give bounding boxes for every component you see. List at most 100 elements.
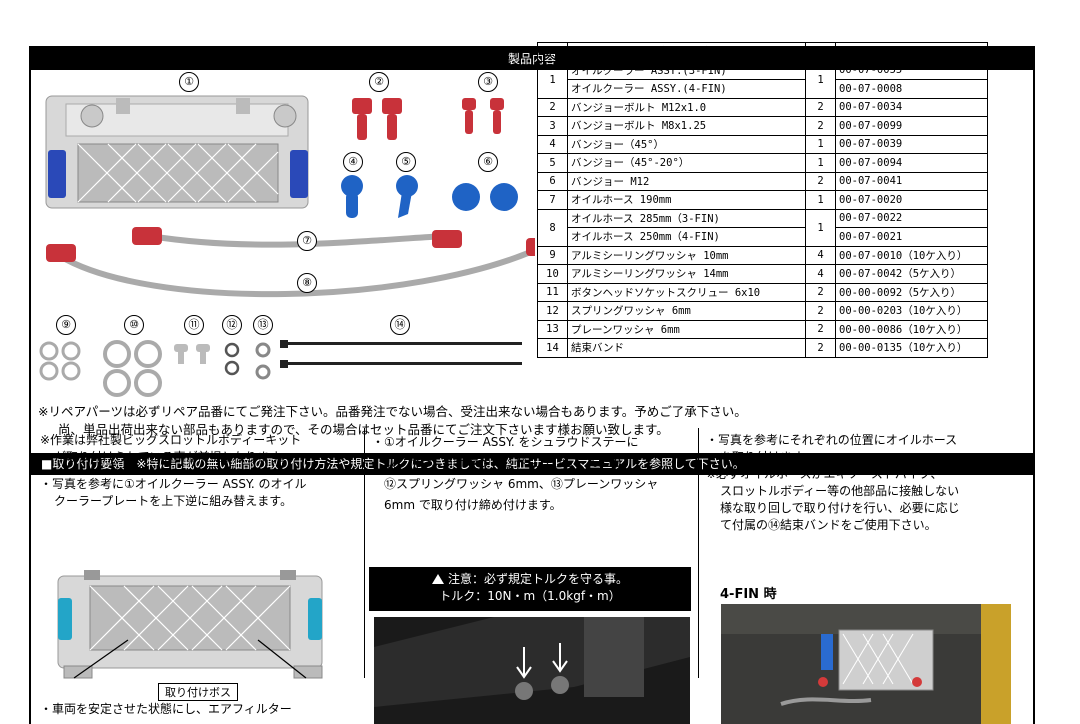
table-row: 13 プレーンワッシャ 6mm 2 00-00-0086（10ケ入り） (537, 319, 988, 339)
header-quantity: 個数 (805, 42, 836, 62)
cell-number: 2 (537, 97, 568, 117)
callout-11: ⑪ (184, 315, 204, 335)
cell-repair-code: 00-00-0203（10ケ入り） (835, 301, 988, 321)
cable-tie-image (280, 340, 522, 368)
table-row: オイルホース 250mm（4-FIN) 00-07-0021 (538, 227, 988, 247)
cell-part-name: オイルクーラー ASSY.(4-FIN) (567, 79, 806, 99)
install-column-3: ・写真を参考にそれぞれの位置にオイルホース を取り付けます。 ※必ずオイルホース… (706, 432, 1032, 534)
cell-number: 11 (537, 282, 568, 302)
cell-part-name: アルミシーリングワッシャ 10mm (567, 245, 806, 265)
column-divider (364, 428, 365, 678)
oil-hose-285-image (46, 238, 535, 298)
callout-3: ③ (478, 72, 498, 92)
callout-6: ⑥ (478, 152, 498, 172)
cell-number: 3 (537, 116, 568, 136)
mounting-boss-label: 取り付けボス (158, 683, 238, 701)
cell-part-name: プレーンワッシャ 6mm (567, 319, 806, 339)
table-row: 1 オイルクーラー ASSY.(3-FIN) 1 00-07-0055 (537, 60, 988, 99)
cell-number: 6 (537, 171, 568, 191)
cell-repair-code: 00-07-0094 (835, 153, 988, 173)
cell-repair-code: 00-07-0022 (835, 208, 988, 228)
header-part-name: 部 品 名 (567, 42, 806, 62)
table-row: 11 ボタンヘッドソケットスクリュー 6x10 2 00-00-0092（5ケ入… (537, 282, 988, 302)
hose-note-line4: て付属の⑭結束バンドをご使用下さい。 (720, 518, 937, 532)
cell-part-name: バンジョーボルト M8x1.25 (567, 116, 806, 136)
step4-line2: を取り付けます。 (720, 450, 815, 464)
table-row: 2 バンジョーボルト M12x1.0 2 00-07-0034 (537, 97, 988, 117)
header-number: 番号 (537, 42, 568, 62)
table-row: 4 バンジョー（45°） 1 00-07-0039 (537, 134, 988, 154)
cell-repair-code: 00-07-0010（10ケ入り） (835, 245, 988, 265)
spring-washer-image (224, 342, 240, 376)
table-row: 14 結束バンド 2 00-00-0135（10ケ入り） (537, 338, 988, 358)
cell-quantity: 2 (805, 338, 836, 358)
table-row: 9 アルミシーリングワッシャ 10mm 4 00-07-0010（10ケ入り） (537, 245, 988, 265)
callout-2: ② (369, 72, 389, 92)
banjo-bolt-m12-image (352, 98, 402, 140)
column-divider (698, 428, 699, 678)
cell-repair-code: 00-07-0039 (835, 134, 988, 154)
cell-quantity: 1 (805, 134, 836, 154)
installation-header: ■取り付け要領 ※特に記載の無い細部の取り付け方法や規定トルクにつきましては、純… (31, 453, 1033, 475)
step2-text: ・車両を安定させた状態にし、エアフィルター (40, 702, 292, 716)
cell-quantity: 1 (805, 190, 836, 210)
cell-repair-code: 00-07-0008 (835, 79, 988, 99)
table-header-row: 番号 部 品 名 個数 リペア品番 (537, 42, 988, 62)
cell-quantity: 2 (805, 319, 836, 339)
hose-note-line3: 様な取り回しで取り付けを行い、必要に応じ (720, 501, 960, 515)
premise-note-line2: が取り付けられている事が前提となります。 (54, 450, 293, 464)
single-item-note: 尚、単品出荷出来ない部品もありますので、その場合はセット品番にてご注文下さいます… (58, 421, 669, 438)
cell-quantity: 1 (805, 153, 836, 173)
callout-5: ⑤ (396, 152, 416, 172)
cell-quantity: 1 (805, 60, 836, 99)
cell-number: 5 (537, 153, 568, 173)
cell-part-name: オイルホース 250mm（4-FIN) (567, 227, 806, 247)
cell-number: 8 (537, 208, 568, 247)
parts-illustration (39, 95, 535, 397)
four-fin-heading: 4-FIN 時 (720, 587, 777, 602)
hose-note-line1: ※必ずオイルホースがエキゾーストパイプ、 (706, 467, 943, 481)
cell-quantity: 1 (805, 208, 836, 247)
cell-quantity: 2 (805, 97, 836, 117)
torque-warning-line2: トルク：10N・m（1.0kgf・m） (439, 589, 621, 603)
aluminum-washer-10mm-image (39, 341, 81, 381)
cell-part-name: オイルホース 285mm（3-FIN) (567, 208, 806, 228)
cell-part-name: 結束バンド (567, 338, 806, 358)
step3-line1: ・①オイルクーラー ASSY. をシュラウドステーに (372, 435, 639, 449)
callout-7: ⑦ (297, 231, 317, 251)
repair-parts-note: ※リペアパーツは必ずリペア品番にてご発注下さい。品番発注でない場合、受注出来ない… (38, 404, 747, 419)
cell-quantity: 4 (805, 264, 836, 284)
callout-4: ④ (343, 152, 363, 172)
table-row: 10 アルミシーリングワッシャ 14mm 4 00-07-0042（5ケ入り） (537, 264, 988, 284)
callout-12: ⑫ (222, 315, 242, 335)
cell-part-name: バンジョーボルト M12x1.0 (567, 97, 806, 117)
table-row: 5 バンジョー（45°-20°） 1 00-07-0094 (537, 153, 988, 173)
cell-number: 14 (537, 338, 568, 358)
cell-part-name: バンジョー（45°-20°） (567, 153, 806, 173)
cell-part-name: スプリングワッシャ 6mm (567, 301, 806, 321)
cell-number: 7 (537, 190, 568, 210)
banjo-45-image (341, 175, 363, 218)
table-row: 8 オイルホース 285mm（3-FIN) 1 00-07-0022 (537, 208, 988, 247)
header-repair-code: リペア品番 (835, 42, 988, 62)
banjo-m12-image (452, 183, 518, 211)
cell-part-name: ボタンヘッドソケットスクリュー 6x10 (567, 282, 806, 302)
plain-washer-image (255, 342, 271, 380)
torque-warning-box: 注意：必ず規定トルクを守る事。 トルク：10N・m（1.0kgf・m） (369, 567, 691, 611)
cell-repair-code: 00-07-0055 (835, 60, 988, 80)
button-head-screw-image (174, 344, 210, 364)
cell-repair-code: 00-00-0135（10ケ入り） (835, 338, 988, 358)
step3-line3: ⑫スプリングワッシャ 6mm、⑬プレーンワッシャ (384, 477, 659, 491)
cell-part-name: バンジョー M12 (567, 171, 806, 191)
cell-quantity: 2 (805, 301, 836, 321)
table-row: 6 バンジョー M12 2 00-07-0041 (537, 171, 988, 191)
cell-quantity: 2 (805, 116, 836, 136)
cell-repair-code: 00-07-0020 (835, 190, 988, 210)
cell-quantity: 4 (805, 245, 836, 265)
cell-number: 1 (537, 60, 568, 99)
oil-cooler-plate-photo (44, 562, 344, 692)
cell-number: 10 (537, 264, 568, 284)
premise-note-line1: ※作業は弊社製ビッグスロットルボディーキット (40, 433, 302, 447)
cell-repair-code: 00-07-0021 (835, 227, 988, 247)
cell-number: 9 (537, 245, 568, 265)
